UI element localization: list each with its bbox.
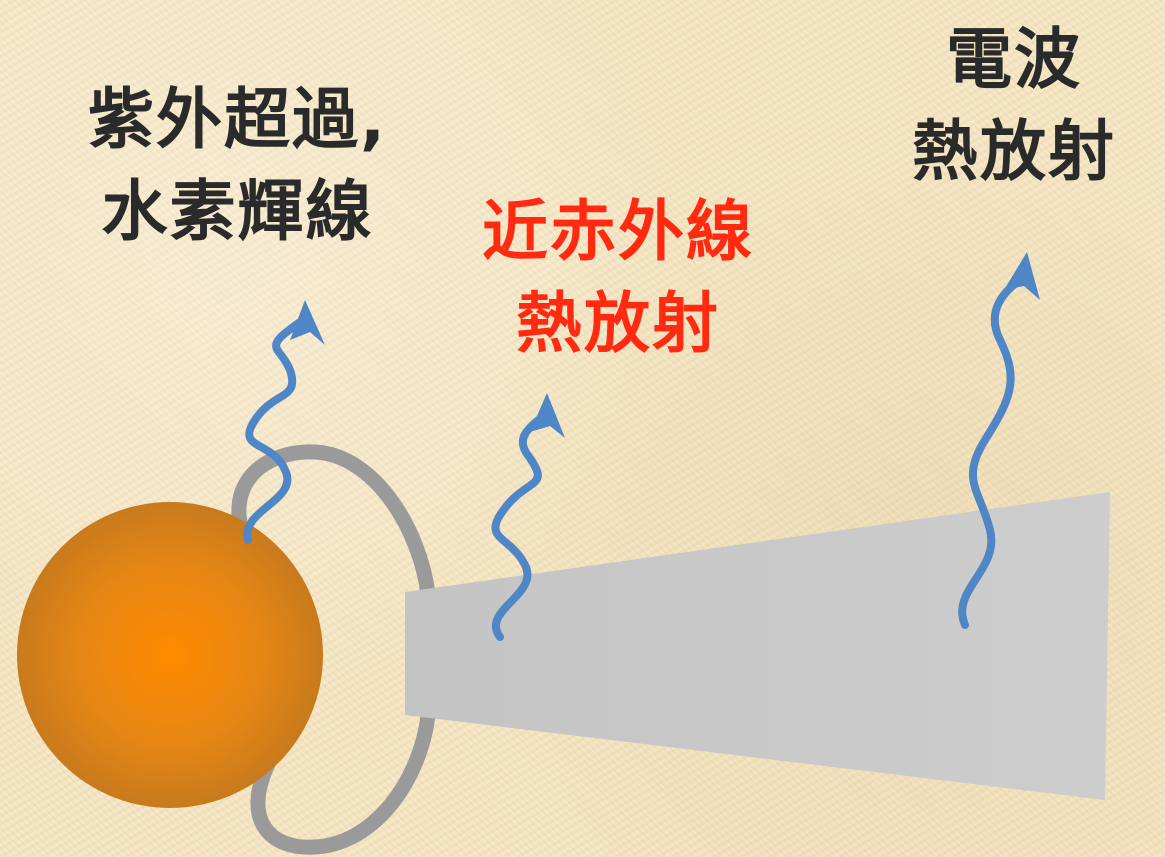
accretion-disk <box>405 492 1110 800</box>
nir-label-line1: 近赤外線 <box>482 193 754 270</box>
radio-label-line2: 熱放射 <box>912 113 1116 191</box>
nir-arrowhead-icon <box>530 393 565 438</box>
nir-emission-wave <box>491 393 565 641</box>
uv-label-line2: 水素輝線 <box>101 173 374 251</box>
lower-magnetic-loop <box>250 708 436 855</box>
radio-label-line1: 電波 <box>946 21 1082 98</box>
radio-emission-wave <box>958 252 1040 629</box>
uv-hydrogen-label: 紫外超過, 水素輝線 <box>88 74 387 259</box>
radio-arrowhead-icon <box>1004 252 1040 300</box>
near-infrared-label: 近赤外線 熱放射 <box>482 186 754 371</box>
uv-label-line1: 紫外超過, <box>88 81 388 158</box>
protostar-sphere <box>17 502 323 808</box>
nir-label-line2: 熱放射 <box>516 285 720 363</box>
upper-magnetic-loop <box>231 444 436 602</box>
uv-emission-wave <box>243 300 325 544</box>
radio-label: 電波 熱放射 <box>912 14 1116 199</box>
uv-arrowhead-icon <box>290 300 325 345</box>
